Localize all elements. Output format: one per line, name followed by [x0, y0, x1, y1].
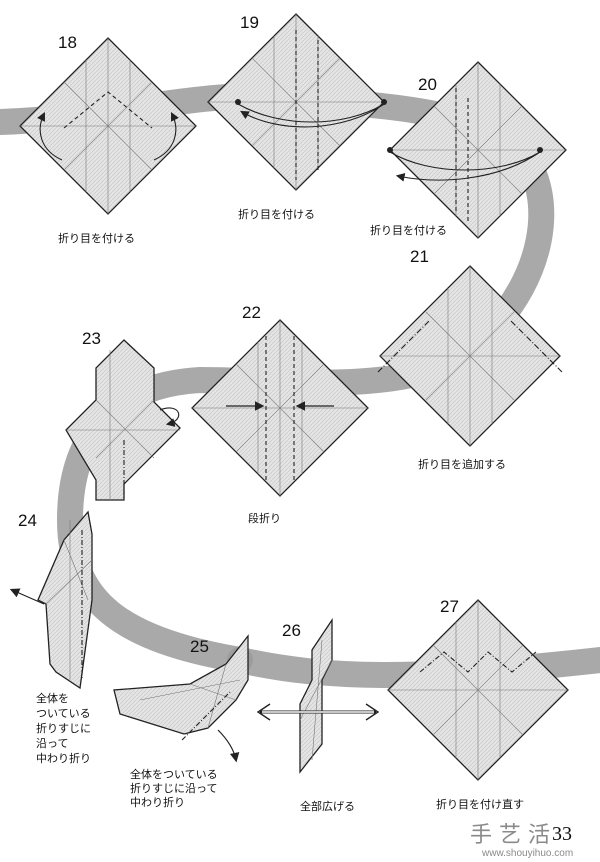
step-27-number: 27: [440, 597, 459, 616]
step-26-caption: 全部広げる: [300, 799, 355, 813]
step-21-number: 21: [410, 247, 429, 266]
step-20-caption: 折り目を付ける: [370, 223, 447, 237]
watermark-logo: 手 艺 活: [470, 823, 550, 848]
step-23-diagram: 23: [65, 329, 181, 501]
step-25-caption-line-1: 全体をついている: [130, 767, 218, 781]
step-20-number: 20: [418, 75, 437, 94]
step-19-diagram: 19 折り目を付ける: [207, 13, 387, 221]
step-24-caption-line-4: 沿って: [36, 737, 68, 750]
step-25-caption-line-3: 中わり折り: [130, 795, 185, 809]
step-22-number: 22: [242, 303, 261, 322]
step-24-diagram: 24 全体を ついている 折りすじに 沿って 中わり折り: [9, 510, 93, 765]
step-21-caption: 折り目を追加する: [418, 457, 506, 471]
step-24-caption-line-1: 全体を: [36, 691, 69, 705]
step-25-diagram: 25 全体をついている 折りすじに沿って 中わり折り: [113, 634, 249, 809]
step-18-caption: 折り目を付ける: [58, 231, 135, 245]
step-19-caption: 折り目を付ける: [238, 207, 315, 221]
step-23-number: 23: [82, 329, 101, 348]
step-27-caption: 折り目を付け直す: [436, 797, 524, 811]
step-18-diagram: 18 折り目を付ける: [19, 33, 197, 245]
watermark-url: www.shouyihuo.com: [481, 848, 573, 859]
step-21-diagram: 21 折り目を追加する: [377, 247, 563, 471]
step-25-caption-line-2: 折りすじに沿って: [130, 781, 217, 795]
step-19-number: 19: [240, 13, 259, 32]
step-22-diagram: 22 段折り: [191, 303, 369, 525]
step-26-number: 26: [282, 621, 301, 640]
step-27-diagram: 27 折り目を付け直す: [387, 597, 569, 811]
step-25-number: 25: [190, 637, 209, 656]
step-24-caption-line-5: 中わり折り: [36, 751, 91, 765]
step-22-caption: 段折り: [248, 511, 281, 525]
step-18-number: 18: [58, 33, 77, 52]
step-24-caption-line-3: 折りすじに: [36, 721, 91, 735]
step-24-number: 24: [18, 511, 37, 530]
page-number: 33: [552, 823, 572, 845]
step-26-diagram: 26 全部広げる: [256, 617, 380, 813]
step-24-caption-line-2: ついている: [36, 707, 91, 720]
step-20-diagram: 20 折り目を付ける: [370, 61, 567, 239]
